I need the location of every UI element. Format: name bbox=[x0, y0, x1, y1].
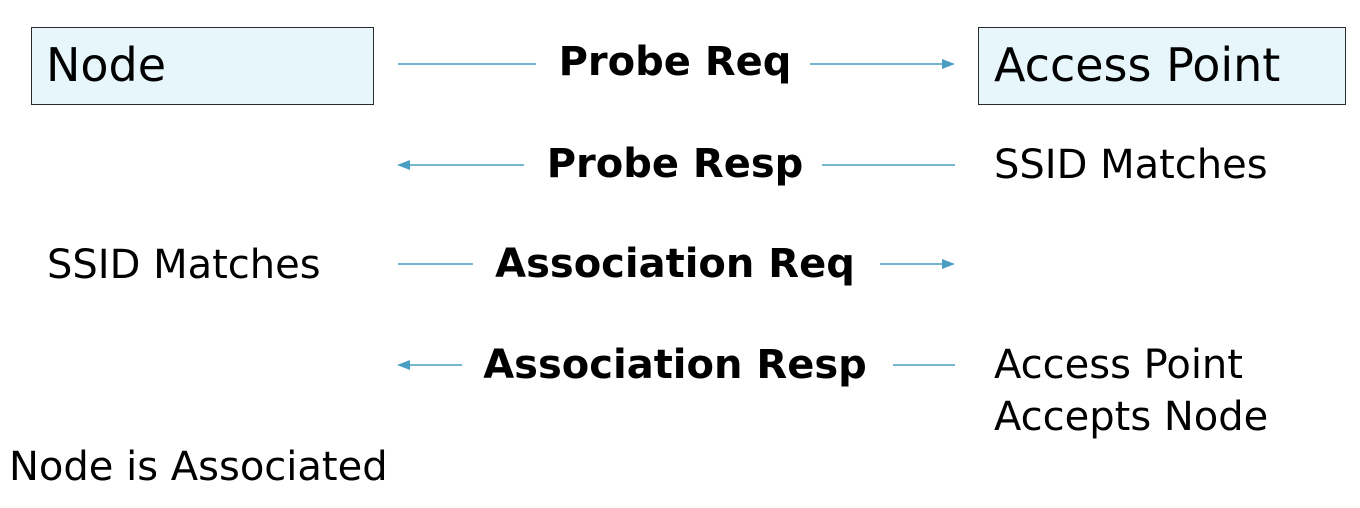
probe-req-arrow bbox=[398, 59, 955, 69]
probe-resp-label: Probe Resp bbox=[546, 141, 804, 187]
association-resp-label: Association Resp bbox=[483, 342, 867, 388]
node-box bbox=[31, 27, 374, 105]
association-req-label: Association Req bbox=[495, 241, 855, 287]
node-is-associated-footer: Node is Associated bbox=[9, 444, 388, 490]
ap-accepts-node-line-1: Access Point bbox=[994, 342, 1243, 388]
ap-ssid-matches-note: SSID Matches bbox=[994, 142, 1268, 188]
probe-resp-arrowhead bbox=[397, 160, 410, 170]
node-label: Node bbox=[46, 38, 167, 92]
association-req-arrow bbox=[398, 259, 955, 269]
association-resp-arrowhead bbox=[397, 360, 410, 370]
ap-accepts-node-note: Access Point Accepts Node bbox=[994, 339, 1268, 443]
probe-req-label: Probe Req bbox=[558, 39, 792, 85]
association-req-arrowhead bbox=[942, 259, 955, 269]
probe-req-arrowhead bbox=[942, 59, 955, 69]
node-ssid-matches-note: SSID Matches bbox=[47, 242, 321, 288]
association-resp-arrow bbox=[397, 360, 955, 370]
ap-accepts-node-line-2: Accepts Node bbox=[994, 394, 1269, 440]
access-point-label: Access Point bbox=[994, 38, 1281, 92]
probe-resp-arrow bbox=[397, 160, 955, 170]
access-point-box bbox=[978, 27, 1346, 105]
